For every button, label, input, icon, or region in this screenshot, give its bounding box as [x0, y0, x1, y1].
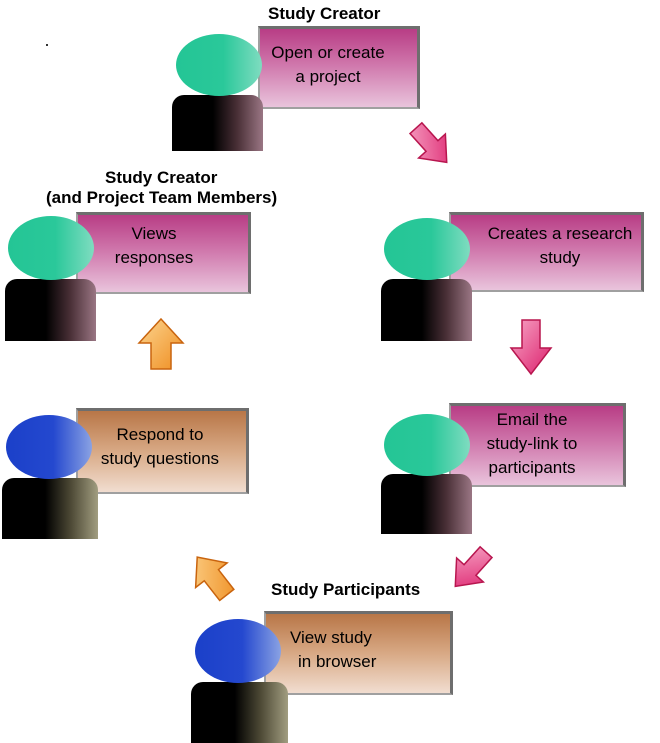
avatar-head: [6, 415, 92, 479]
pink-arrow-3-icon: [454, 545, 494, 588]
step-open-project-box: [258, 26, 420, 109]
step-email-link-line-2: study-link to: [486, 434, 578, 453]
avatar-body: [381, 474, 472, 534]
avatar-body: [2, 478, 98, 539]
step-open-project-line-2: a project: [295, 67, 361, 86]
step-email-link-line-3: participants: [488, 458, 576, 477]
step-email-link-box: [449, 403, 626, 487]
title-project-team-members: (and Project Team Members): [46, 188, 278, 207]
step-create-study-label: Creates a research study: [462, 222, 658, 270]
step-respond-line-2: study questions: [100, 449, 220, 468]
step-create-study-line-2: study: [539, 248, 581, 267]
avatar-body: [381, 279, 472, 341]
step-respond-line-1: Respond to: [116, 425, 204, 444]
step-email-link-label: Email the study-link to participants: [462, 408, 602, 480]
avatar-head: [195, 619, 281, 683]
step-respond-box: [76, 408, 249, 494]
step-view-study-label: View study in browser: [290, 626, 377, 674]
step-view-study-box: [264, 611, 453, 695]
orange-arrow-2-icon: [137, 317, 185, 370]
step-view-study-line-1: View study: [290, 628, 372, 647]
avatar-body: [172, 95, 263, 151]
step-create-study-box: [449, 212, 644, 292]
step-view-responses-label: Views responses: [98, 222, 210, 270]
pink-arrow-1-icon: [408, 121, 448, 164]
step-respond-label: Respond to study questions: [92, 423, 228, 471]
title-study-participants: Study Participants: [271, 580, 421, 599]
avatar-head: [384, 414, 470, 476]
title-study-creator-team: Study Creator: [105, 168, 218, 187]
step-open-project-label: Open or create a project: [258, 41, 398, 89]
step-view-responses-line-1: Views: [131, 224, 177, 243]
avatar-body: [191, 682, 288, 743]
avatar-head: [8, 216, 94, 280]
title-study-creator: Study Creator: [268, 4, 381, 23]
avatar-head: [384, 218, 470, 280]
step-email-link-line-1: Email the: [496, 410, 568, 429]
step-open-project-line-1: Open or create: [271, 43, 385, 62]
stray-dot: [46, 44, 48, 46]
step-view-responses-box: [76, 212, 251, 294]
step-view-responses-line-2: responses: [114, 248, 194, 267]
pink-arrow-2-icon: [509, 319, 553, 376]
avatar-body: [5, 279, 96, 341]
step-view-study-line-2: in browser: [298, 652, 377, 671]
orange-arrow-1-icon: [194, 556, 235, 602]
avatar-head: [176, 34, 262, 96]
step-create-study-line-1: Creates a research: [487, 224, 633, 243]
